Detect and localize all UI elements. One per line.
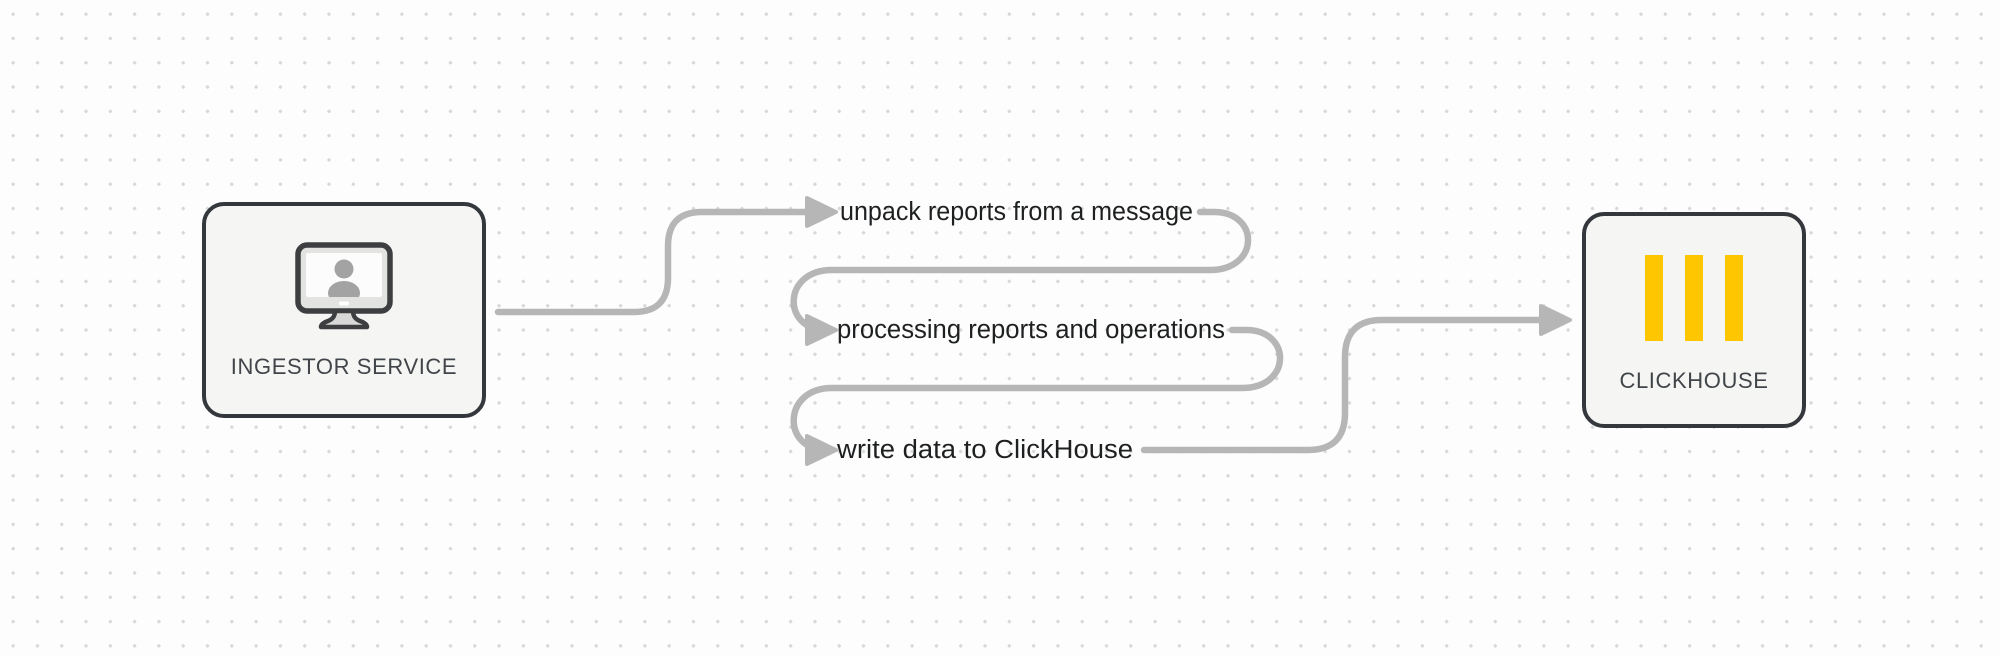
connector-step2-to-step3 <box>790 326 1284 454</box>
monitor-user-icon <box>295 242 393 330</box>
connector-step3-to-clickhouse <box>1140 316 1549 454</box>
clickhouse-node: CLICKHOUSE <box>1582 212 1806 428</box>
connector-ingestor-to-step1 <box>494 208 814 316</box>
clickhouse-label: CLICKHOUSE <box>1619 368 1769 393</box>
arrowhead-step1 <box>805 196 838 228</box>
step-label-unpack: unpack reports from a message <box>840 198 1193 226</box>
clickhouse-bars-icon <box>1645 255 1743 341</box>
ingestor-service-label: INGESTOR SERVICE <box>230 354 458 379</box>
step-label-write: write data to ClickHouse <box>836 436 1133 464</box>
arrowhead-step2 <box>805 314 838 346</box>
arrowhead-step3 <box>805 434 838 466</box>
arrowhead-clickhouse <box>1539 304 1572 336</box>
step-label-processing: processing reports and operations <box>837 316 1225 344</box>
ingestor-service-node: INGESTOR SERVICE <box>202 202 486 418</box>
connector-step1-to-step2 <box>790 208 1252 334</box>
